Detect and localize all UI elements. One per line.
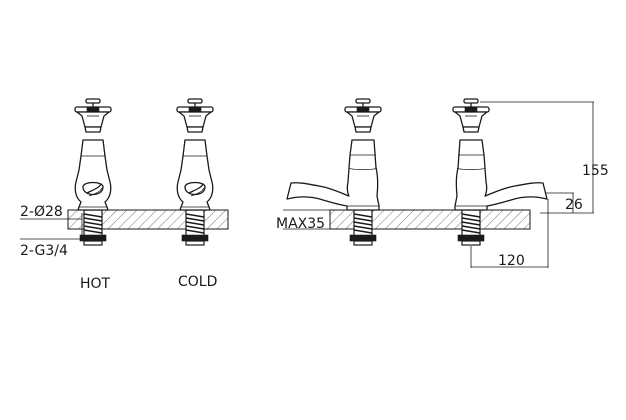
dim-spout-reach-value: 120	[498, 253, 525, 269]
dim-thread-diameter: 2-Ø28	[20, 204, 83, 238]
label-thread-diameter: 2-Ø28	[20, 204, 63, 220]
dim-spout-height-value: 26	[565, 197, 583, 213]
dim-spout-height: 26	[545, 192, 583, 213]
dim-max-deck: MAX35	[276, 209, 335, 232]
label-cold: COLD	[178, 274, 217, 290]
dim-overall-height-value: 155	[582, 163, 609, 179]
dim-thread-size: 2-G3/4	[20, 238, 82, 259]
dim-spout-reach: 120	[470, 199, 549, 269]
label-thread-size: 2-G3/4	[20, 243, 68, 259]
dim-overall-height: 155	[480, 101, 609, 214]
label-hot: HOT	[80, 276, 111, 292]
label-max-deck: MAX35	[276, 216, 325, 232]
